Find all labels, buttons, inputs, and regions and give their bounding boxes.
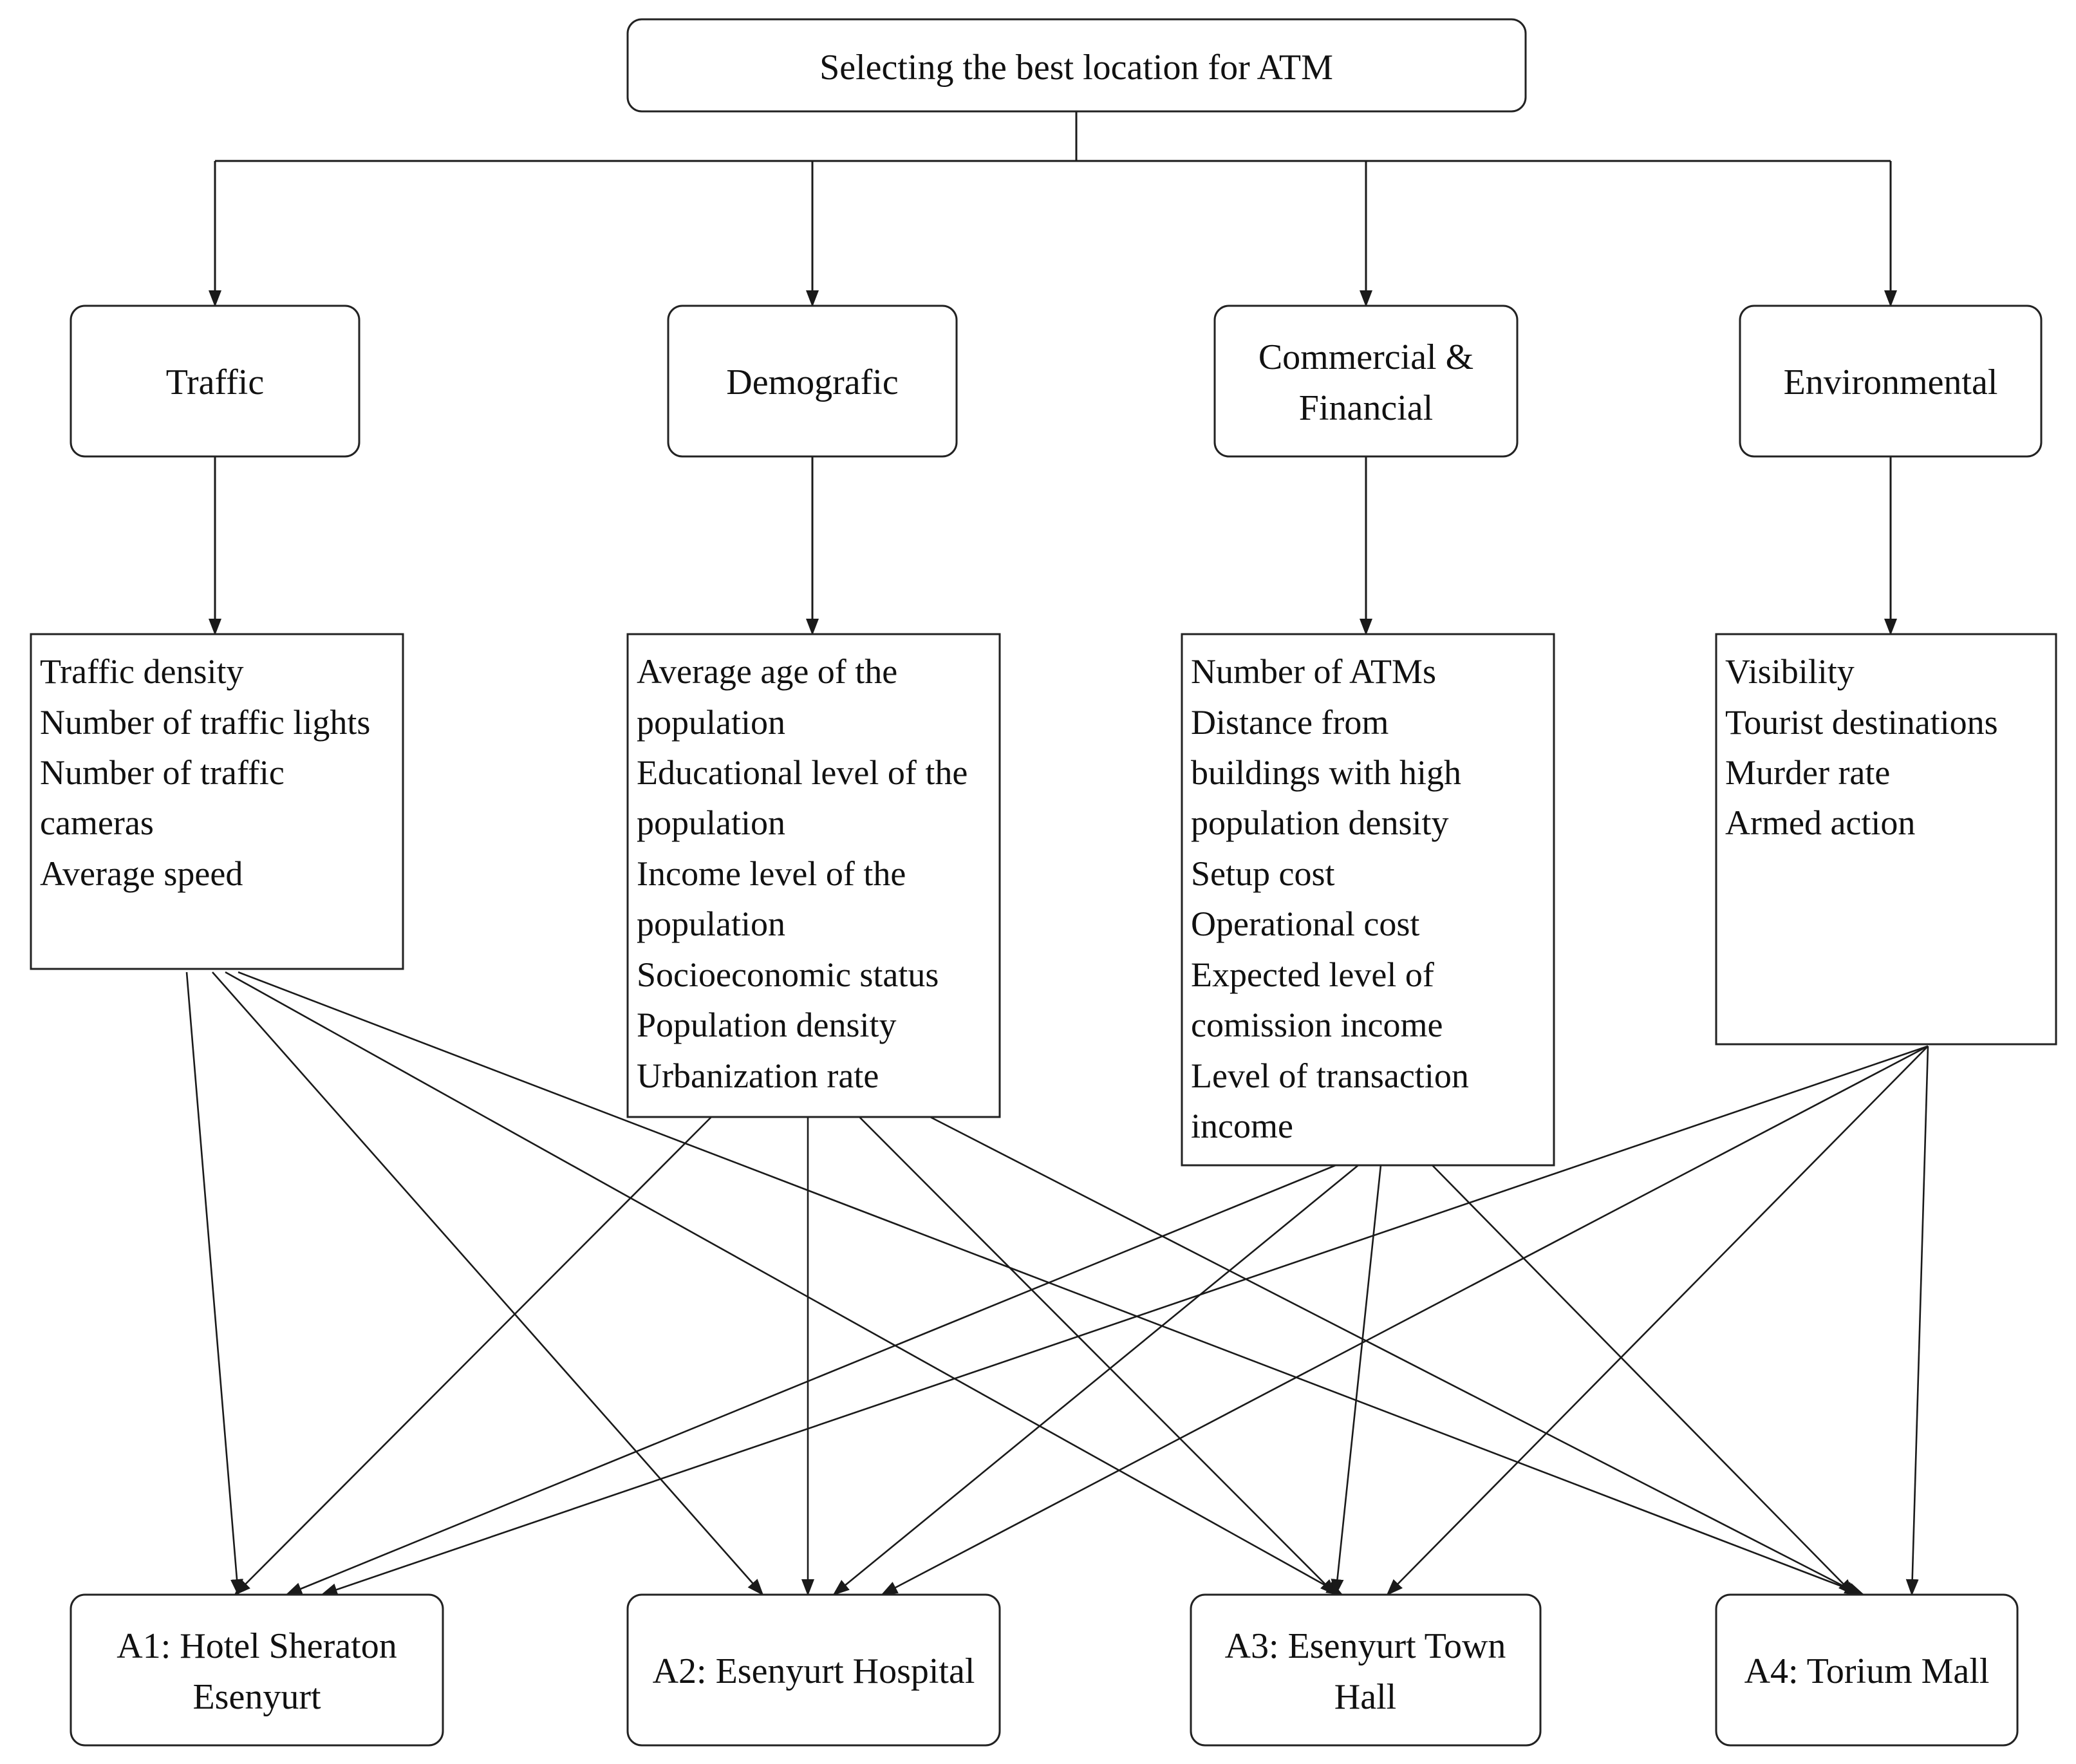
subcriterion-line: Operational cost: [1191, 905, 1419, 943]
subcriterion-line: Level of transaction: [1191, 1056, 1469, 1095]
subcriterion-line: Tourist destinations: [1725, 703, 1998, 742]
subcriterion-line: Educational level of the: [637, 753, 968, 792]
criterion-label: Commercial &: [1258, 337, 1473, 377]
subcriterion-line: Setup cost: [1191, 854, 1335, 893]
alternative-label: A1: Hotel Sheraton: [117, 1626, 397, 1666]
criterion-node-commercial-financial: Commercial & Financial: [1213, 305, 1519, 458]
criterion-node-traffic: Traffic: [70, 305, 360, 458]
criterion-label: Traffic: [166, 362, 264, 402]
subcriteria-box-environmental: Visibility Tourist destinations Murder r…: [1715, 633, 2057, 1046]
subcriteria-to-alternative-arrow-13: [321, 1045, 1929, 1596]
criterion-node-demografic: Demografic: [667, 305, 958, 458]
subcriterion-line: Number of traffic lights: [40, 703, 370, 742]
alternative-label: A4: Torium Mall: [1744, 1651, 1990, 1691]
subcriterion-line: Distance from: [1191, 703, 1389, 742]
subcriteria-box-commercial-financial: Number of ATMs Distance from buildings w…: [1181, 633, 1555, 1167]
alternative-label: Esenyurt: [192, 1677, 321, 1717]
criterion-label: Demografic: [726, 362, 898, 402]
subcriterion-line: population: [637, 703, 785, 742]
subcriterion-line: Population density: [637, 1006, 897, 1044]
alternative-label: A3: Esenyurt Town: [1225, 1626, 1506, 1666]
subcriteria-to-alternative-arrow-16: [1905, 1046, 1929, 1596]
criterion-label: Financial: [1299, 388, 1433, 428]
subcriterion-line: Traffic density: [40, 652, 244, 691]
subcriterion-line: Average age of the: [637, 652, 897, 691]
goal-label: Selecting the best location for ATM: [819, 48, 1333, 88]
subcriteria-to-alternative-arrow-1: [185, 971, 243, 1596]
subcriterion-line: population: [637, 803, 785, 842]
subcriteria-to-alternative-arrow-5: [234, 1116, 712, 1596]
subcriteria-to-alternative-arrow-12: [1432, 1165, 1855, 1596]
subcriteria-to-alternative-arrow-10: [832, 1164, 1359, 1596]
alternative-node-a3: A3: Esenyurt Town Hall: [1190, 1593, 1542, 1747]
subcriteria-box-demografic: Average age of the population Educationa…: [626, 633, 1001, 1118]
goal-node: Selecting the best location for ATM: [626, 18, 1527, 113]
subcriterion-line: Visibility: [1725, 652, 1855, 691]
alternative-label: Hall: [1334, 1677, 1396, 1717]
subcriteria-to-alternative-arrow-11: [1331, 1165, 1382, 1596]
subcriterion-line: Socioeconomic status: [637, 955, 939, 994]
alternative-label: A2: Esenyurt Hospital: [653, 1651, 975, 1691]
subcriterion-line: population density: [1191, 803, 1448, 842]
subcriterion-line: Average speed: [40, 854, 243, 893]
alternative-node-a2: A2: Esenyurt Hospital: [626, 1593, 1001, 1747]
subcriterion-line: Number of traffic: [40, 753, 285, 792]
subcriteria-box-traffic: Traffic density Number of traffic lights…: [30, 633, 404, 970]
subcriterion-line: Expected level of: [1191, 955, 1434, 994]
subcriterion-line: population: [637, 905, 785, 943]
subcriterion-line: buildings with high: [1191, 753, 1461, 792]
subcriteria-to-alternative-arrow-8: [930, 1116, 1862, 1596]
subcriteria-to-alternative-arrow-4: [238, 971, 1865, 1596]
alternative-node-a4: A4: Torium Mall: [1715, 1593, 2019, 1747]
connector-edges: [185, 111, 1929, 1596]
subcriterion-line: Number of ATMs: [1191, 652, 1436, 691]
criterion-node-environmental: Environmental: [1739, 305, 2043, 458]
criterion-label: Environmental: [1784, 362, 1998, 402]
subcriterion-line: Income level of the: [637, 854, 906, 893]
subcriterion-line: Murder rate: [1725, 753, 1890, 792]
subcriterion-line: cameras: [40, 803, 154, 842]
alternative-node-a1: A1: Hotel Sheraton Esenyurt: [70, 1593, 444, 1747]
subcriteria-to-alternative-arrow-9: [285, 1164, 1336, 1596]
subcriterion-line: Armed action: [1725, 803, 1915, 842]
subcriterion-line: income: [1191, 1107, 1293, 1145]
subcriteria-to-alternative-arrow-3: [225, 971, 1343, 1596]
subcriteria-to-alternative-arrow-14: [881, 1045, 1929, 1596]
subcriteria-to-alternative-arrow-7: [859, 1116, 1337, 1596]
subcriteria-to-alternative-arrow-15: [1386, 1046, 1929, 1596]
subcriterion-line: Urbanization rate: [637, 1056, 879, 1095]
subcriterion-line: comission income: [1191, 1006, 1443, 1044]
subcriteria-to-alternative-arrow-2: [212, 971, 764, 1596]
